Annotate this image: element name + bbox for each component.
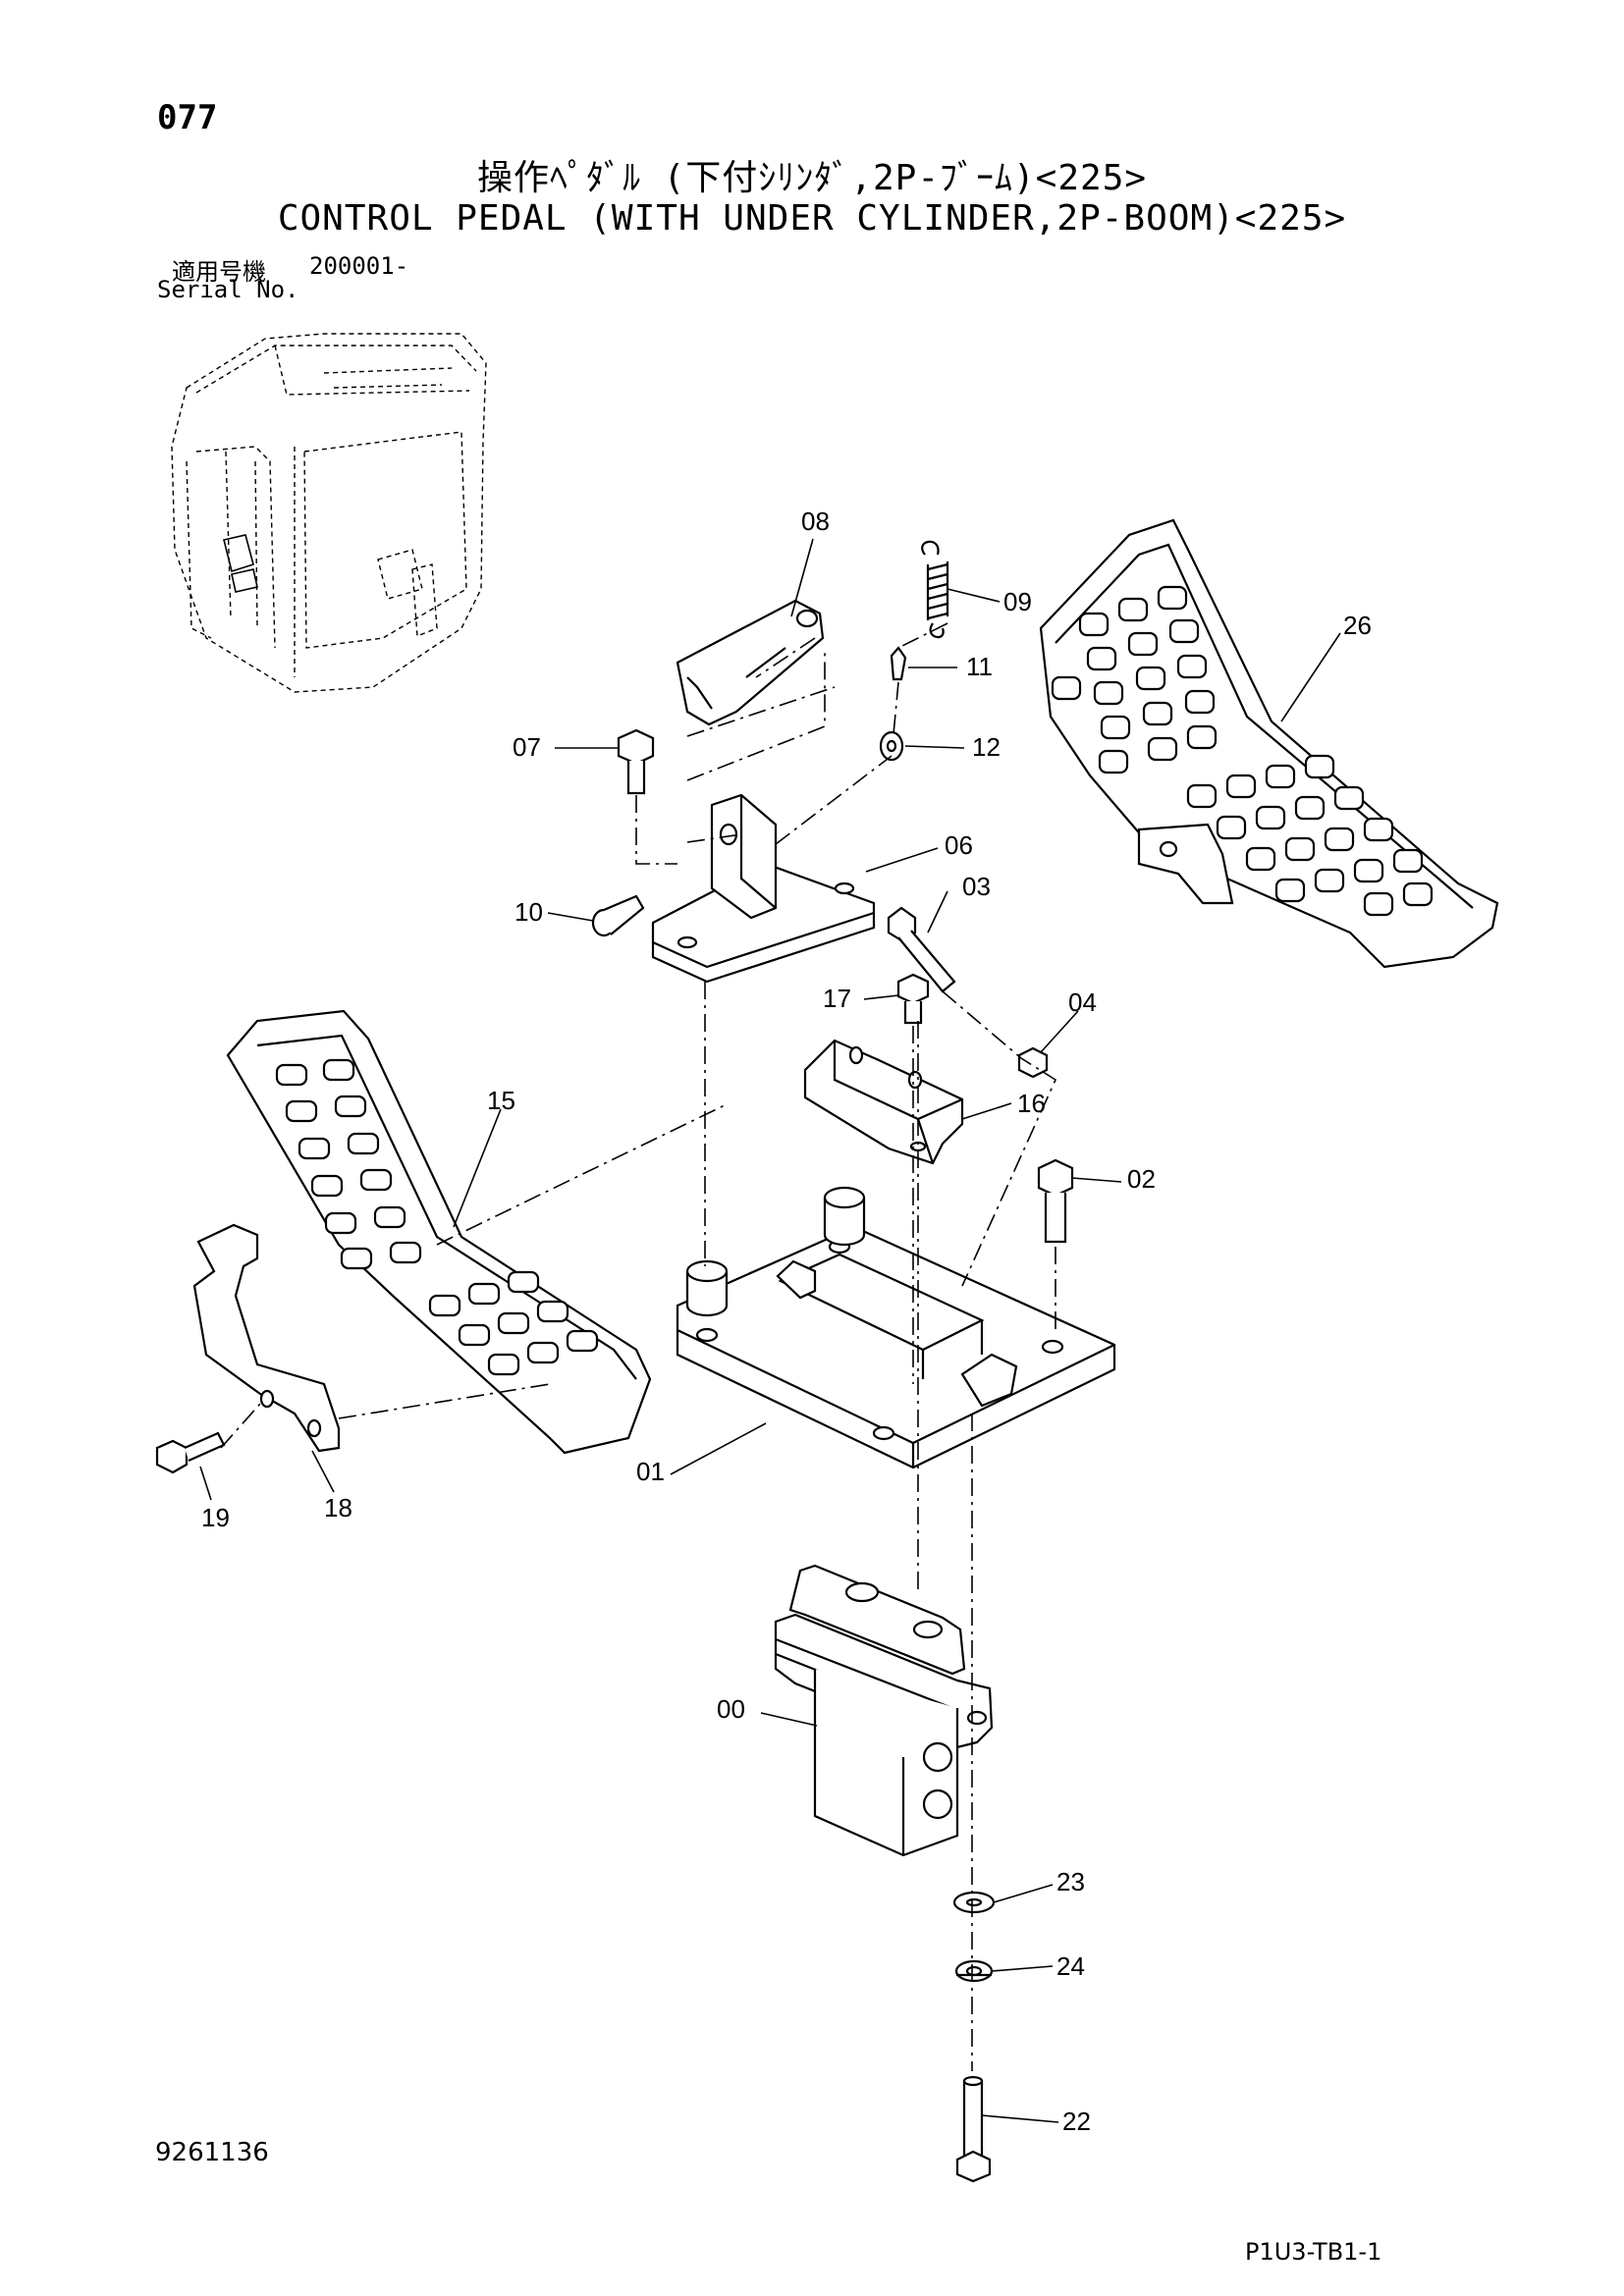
part-19-bolt [155,1431,226,1474]
callout-24: 24 [1056,1951,1085,1981]
part-00-pilot-valve [774,1564,994,1857]
pedal-location-highlight [223,534,258,593]
callout-03: 03 [962,872,991,901]
callout-11: 11 [966,652,993,681]
part-01-base-plate [676,1186,1116,1469]
callout-08: 08 [801,507,830,536]
part-08-lever [676,599,825,726]
callout-01: 01 [636,1457,665,1486]
callout-00: 00 [717,1694,745,1724]
part-18-stopper-plate [192,1223,341,1453]
part-03-bolt [887,906,956,993]
part-12-washer [879,730,904,762]
part-22-bolt [955,2075,992,2183]
pedal-15-tread-pads [275,1058,599,1376]
part-16-bracket [803,1039,964,1165]
callout-07: 07 [513,732,541,762]
callout-labels: 00 01 02 03 04 06 07 08 09 10 11 12 15 1… [201,507,1372,2136]
part-15-pedal [226,1009,652,1455]
part-17-bolt [896,973,930,1025]
callout-19: 19 [201,1503,230,1532]
callout-12: 12 [972,732,1001,762]
cab-location-thumbnail [171,333,487,693]
document-number: 9261136 [155,2138,269,2167]
callout-16: 16 [1017,1089,1046,1118]
title-english: CONTROL PEDAL (WITH UNDER CYLINDER,2P-BO… [277,198,1347,239]
serial-label-english: Serial No. [157,276,299,303]
pedal-26-tread-pads [1051,585,1434,917]
part-02-bolt [1037,1158,1074,1244]
part-23-washer [952,1891,996,1914]
part-09-spring [921,540,949,639]
callout-04: 04 [1068,988,1097,1017]
assembly-center-lines [220,622,1057,2071]
callout-09: 09 [1003,587,1032,616]
part-07-bolt [617,728,655,795]
leader-lines [199,538,1341,2123]
part-06-pedal-bracket [651,793,876,984]
part-26-pedal [1039,518,1499,969]
part-10-pin [591,894,645,937]
callout-17: 17 [823,984,851,1013]
callout-15: 15 [487,1086,515,1115]
callout-10: 10 [514,897,543,927]
callout-22: 22 [1062,2107,1091,2136]
callout-18: 18 [324,1493,352,1522]
serial-value: 200001- [309,252,409,280]
callout-23: 23 [1056,1867,1085,1896]
serial-label-japanese: 適用号機 [172,258,266,286]
callout-26: 26 [1343,611,1372,640]
page-code: P1U3-TB1-1 [1245,2238,1382,2266]
page-number: 077 [157,98,218,137]
callout-02: 02 [1127,1164,1156,1194]
part-11-clip [890,646,907,681]
part-24-spring-washer [954,1959,994,1983]
title-japanese: 操作ﾍﾟﾀﾞﾙ (下付ｼﾘﾝﾀﾞ,2P-ﾌﾞｰﾑ)<225> [476,158,1148,198]
callout-06: 06 [945,830,973,860]
part-04-nut [1017,1046,1049,1079]
